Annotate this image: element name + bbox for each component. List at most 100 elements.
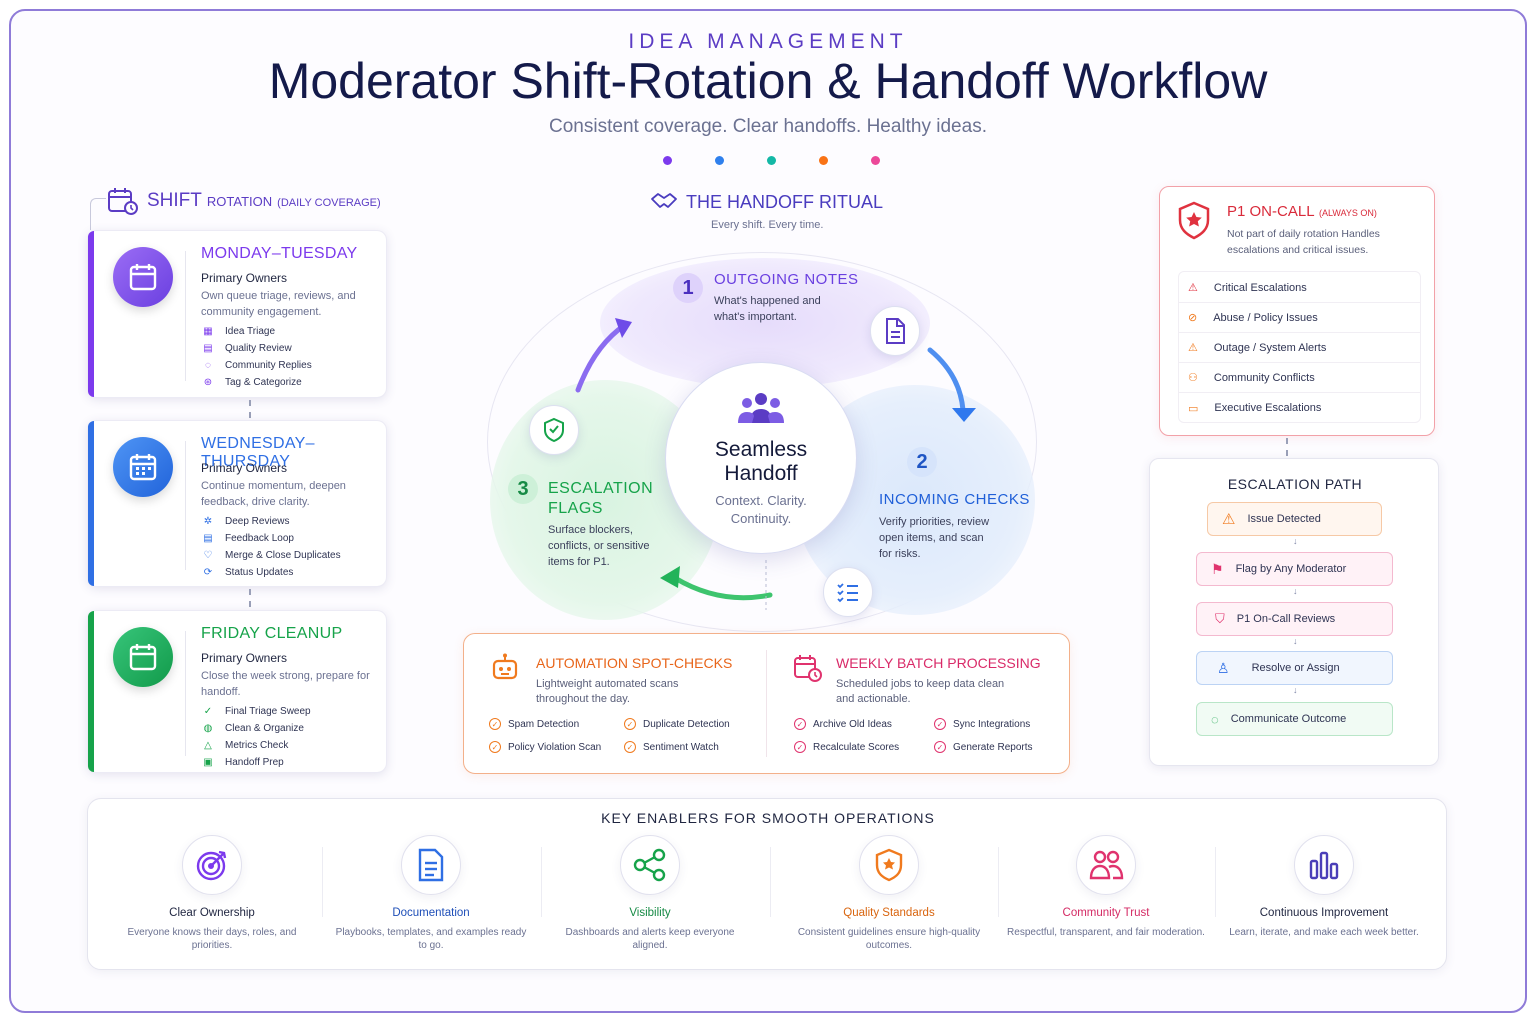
shift-task: △Metrics Check <box>201 737 311 754</box>
check-circle-icon: ✓ <box>203 706 213 717</box>
enabler-quality-standards: Quality Standards Consistent guidelines … <box>789 835 989 952</box>
shift-owners: Primary Owners <box>201 461 288 475</box>
step-desc-outgoing: What's happened and what's important. <box>714 295 821 323</box>
center-desc-1: Context. Clarity. <box>715 493 807 508</box>
shield-icon: ⛉ <box>1215 611 1225 626</box>
p1-item-outage: ⚠Outage / System Alerts <box>1178 333 1421 363</box>
p1-item-executive: ▭Executive Escalations <box>1188 402 1322 415</box>
p1-oncall-card: P1 ON-CALL (ALWAYS ON) Not part of daily… <box>1159 186 1435 436</box>
dot <box>767 156 776 165</box>
enabler-divider <box>1215 847 1216 917</box>
shift-task-list: ✓Final Triage Sweep◍Clean & Organize△Met… <box>201 703 311 771</box>
shift-connector <box>249 400 251 418</box>
share-icon <box>620 835 680 895</box>
shift-desc: Close the week strong, prepare for hando… <box>201 670 370 698</box>
shift-task: ▣Handoff Prep <box>201 754 311 771</box>
shift-task-list: ✲Deep Reviews▤Feedback Loop♡Merge & Clos… <box>201 513 341 581</box>
enabler-title: Clear Ownership <box>169 907 255 919</box>
alert-icon: ⚠ <box>1188 342 1198 354</box>
calendar-clock-icon <box>794 655 822 682</box>
down-arrow: ↓ <box>1293 685 1298 695</box>
enabler-community-trust: Community Trust Respectful, transparent,… <box>1006 835 1206 939</box>
p1-title: P1 ON-CALL (ALWAYS ON) <box>1227 203 1377 220</box>
enabler-divider <box>541 847 542 917</box>
check-item: ✓Generate Reports <box>934 741 1033 753</box>
flag-icon: ⚑ <box>1211 560 1224 577</box>
enabler-divider <box>998 847 999 917</box>
enabler-title: Quality Standards <box>843 907 935 919</box>
document-icon <box>870 306 920 356</box>
escalation-step-communicate: ◌Communicate Outcome <box>1196 702 1393 736</box>
down-arrow: ↓ <box>1293 536 1298 546</box>
target-icon <box>182 835 242 895</box>
chat-icon: ◌ <box>205 360 211 371</box>
cycle-arrows <box>575 318 976 610</box>
shift-accent-bar <box>88 231 94 397</box>
shift-task: ▤Quality Review <box>201 340 312 357</box>
batch-desc: Scheduled jobs to keep data clean and ac… <box>836 678 1005 705</box>
warning-icon: ⚠ <box>1188 282 1198 294</box>
shift-task: ⊛Tag & Categorize <box>201 374 312 391</box>
down-arrow: ↓ <box>1293 586 1298 596</box>
check-item: ✓Duplicate Detection <box>624 718 730 730</box>
user-icon: ♙ <box>1217 659 1230 676</box>
enabler-clear-ownership: Clear Ownership Everyone knows their day… <box>112 835 312 952</box>
dot <box>715 156 724 165</box>
check-item: ✓Sentiment Watch <box>624 741 719 753</box>
enabler-desc: Respectful, transparent, and fair modera… <box>1007 927 1205 938</box>
enablers-title: KEY ENABLERS FOR SMOOTH OPERATIONS <box>601 810 935 826</box>
checklist-icon <box>823 567 873 617</box>
calendar-icon <box>113 627 173 687</box>
escalation-title: ESCALATION PATH <box>1227 476 1363 492</box>
shift-task: ✓Final Triage Sweep <box>201 703 311 720</box>
enabler-visibility: Visibility Dashboards and alerts keep ev… <box>550 835 750 952</box>
people-icon <box>1076 835 1136 895</box>
shield-star-icon <box>1178 201 1210 240</box>
shift-name-mon-tue: MONDAY–TUESDAY <box>201 245 358 262</box>
enabler-desc: Playbooks, templates, and examples ready… <box>335 927 527 951</box>
shift-accent-bar <box>88 611 94 772</box>
enabler-continuous-improvement: Continuous Improvement Learn, iterate, a… <box>1224 835 1424 939</box>
enabler-divider <box>770 847 771 917</box>
tags-icon: ⊛ <box>203 377 213 388</box>
step-number-1: 1 <box>673 273 703 303</box>
shift-desc: Own queue triage, reviews, and community… <box>201 290 356 318</box>
step-title-outgoing: OUTGOING NOTES <box>714 271 859 288</box>
center-title-2: Handoff <box>724 462 798 485</box>
broom-icon: ◍ <box>203 723 213 734</box>
handshake-icon <box>651 193 677 208</box>
message-icon: ▭ <box>1188 402 1199 415</box>
step-number-2: 2 <box>907 447 937 477</box>
warning-icon: ⚠ <box>1222 511 1236 528</box>
page-subtitle: Consistent coverage. Clear handoffs. Hea… <box>549 116 987 137</box>
robot-icon <box>492 653 518 680</box>
heart-icon: ♡ <box>203 550 213 561</box>
rotation-heading: SHIFT ROTATION (DAILY COVERAGE) <box>107 186 381 216</box>
enabler-desc: Consistent guidelines ensure high-qualit… <box>797 927 981 951</box>
step-desc-incoming: Verify priorities, review open items, an… <box>879 516 990 560</box>
shift-task: ♡Merge & Close Duplicates <box>201 547 341 564</box>
escalation-step-p1: ⛉P1 On-Call Reviews <box>1196 602 1393 636</box>
down-arrow: ↓ <box>1293 636 1298 646</box>
shift-task-list: ▦Idea Triage▤Quality Review◌Community Re… <box>201 323 312 391</box>
shield-star-icon <box>859 835 919 895</box>
ritual-subtitle: Every shift. Every time. <box>711 219 824 231</box>
shift-accent-bar <box>88 421 94 586</box>
ritual-heading: THE HANDOFF RITUAL <box>650 190 883 214</box>
check-item: ✓Recalculate Scores <box>794 741 899 753</box>
check-item: ✓Spam Detection <box>489 718 579 730</box>
shift-connector <box>249 589 251 607</box>
sparkle-icon: ✲ <box>203 516 213 527</box>
color-dots <box>663 156 880 165</box>
enabler-title: Visibility <box>629 907 671 919</box>
clipboard-icon: ▤ <box>203 343 213 354</box>
enabler-title: Continuous Improvement <box>1259 907 1389 919</box>
chat-icon: ◌ <box>1211 711 1219 727</box>
step-desc-escalation: Surface blockers, conflicts, or sensitiv… <box>548 524 650 568</box>
shift-task: ▤Feedback Loop <box>201 530 341 547</box>
shift-owners: Primary Owners <box>201 271 288 285</box>
shift-task: ▦Idea Triage <box>201 323 312 340</box>
enabler-desc: Dashboards and alerts keep everyone alig… <box>565 927 735 951</box>
bar-chart-icon <box>1294 835 1354 895</box>
